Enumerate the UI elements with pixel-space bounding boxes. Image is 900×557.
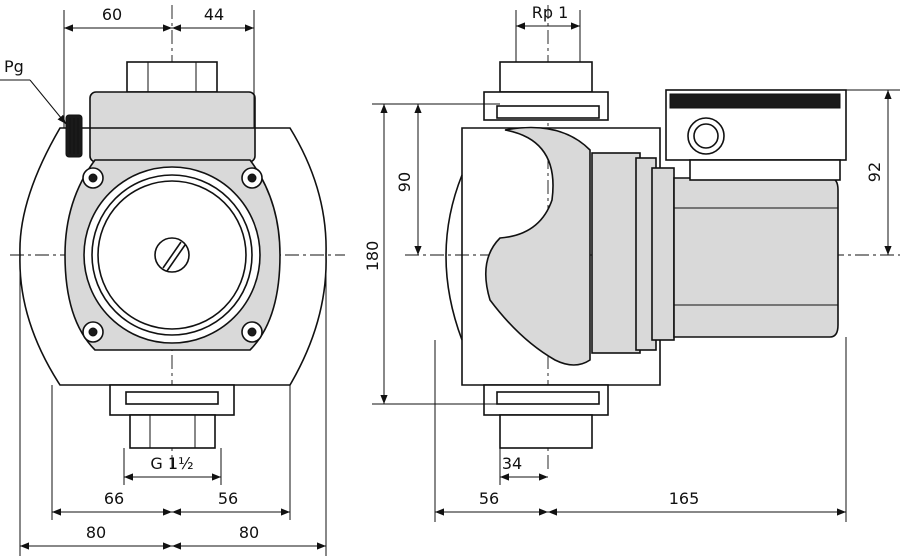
front-dimensions: 60 44 Pg G 1½ 66 56 80 80 bbox=[0, 5, 327, 556]
dim-80-left-label: 80 bbox=[86, 523, 106, 542]
dim-top-right-label: 44 bbox=[204, 5, 224, 24]
dim-top-left-label: 60 bbox=[102, 5, 122, 24]
dim-180-label: 180 bbox=[363, 241, 382, 272]
dim-34-label: 34 bbox=[502, 454, 522, 473]
dim-165-label: 165 bbox=[669, 489, 700, 508]
g-thread-label: G 1½ bbox=[150, 454, 193, 473]
dim-56-left-label: 56 bbox=[218, 489, 238, 508]
dim-92-label: 92 bbox=[865, 162, 884, 182]
pg-label: Pg bbox=[4, 57, 24, 76]
rp-thread-label: Rp 1 bbox=[532, 3, 569, 22]
side-dimensions: Rp 1 180 90 92 34 56 165 bbox=[363, 3, 900, 522]
dim-90-label: 90 bbox=[395, 172, 414, 192]
side-view bbox=[405, 5, 900, 470]
dim-80-right-label: 80 bbox=[239, 523, 259, 542]
front-view bbox=[10, 5, 345, 470]
dim-56-right-label: 56 bbox=[479, 489, 499, 508]
dim-66-label: 66 bbox=[104, 489, 124, 508]
